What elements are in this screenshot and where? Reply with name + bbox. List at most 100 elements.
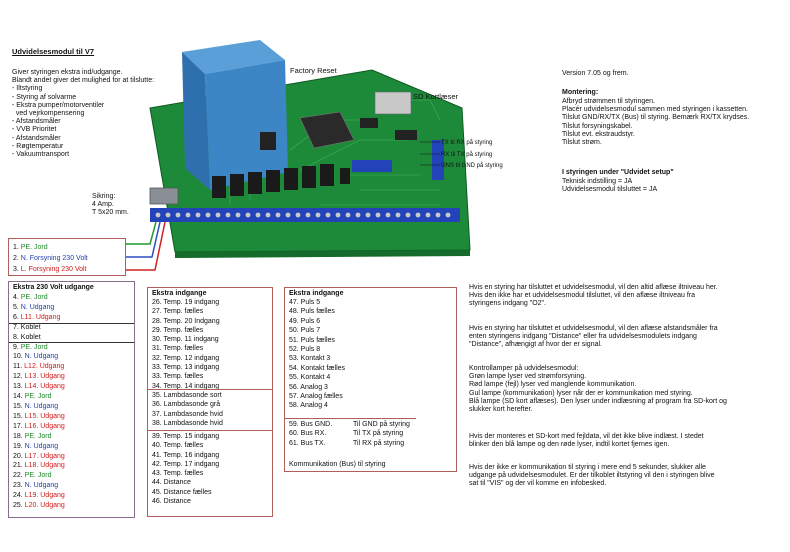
- terminal-row: 17. L16. Udgang: [13, 422, 65, 432]
- terminal-row: 4. PE. Jord: [13, 293, 65, 303]
- terminal-row: 37. Lambdasonde hvid: [152, 410, 223, 418]
- montering-title: Montering:: [562, 89, 599, 96]
- terminal-row: 33. Temp. fælles: [152, 373, 204, 381]
- inputs-temp-title: Ekstra indgange: [152, 290, 207, 297]
- sd-card-reader: [374, 91, 412, 115]
- terminal-row: 13. L14. Udgang: [13, 382, 65, 392]
- terminal-number: 3.: [13, 266, 19, 273]
- setup-line: Teknisk indstilling = JA: [562, 178, 633, 185]
- info-sd-card: Hvis der monteres et SD-kort med fejldat…: [469, 433, 704, 449]
- terminal-label: L18. Udgang: [22, 462, 65, 470]
- intro-line: - Afstandsmåler: [12, 134, 61, 142]
- bus-target: Til RX på styring: [353, 439, 405, 447]
- pcb-edge: [175, 250, 470, 258]
- bus-terminal: 61. Bus TX.: [289, 439, 326, 447]
- info-line: Blå lampe (SD kort aflæses). Den lyser u…: [469, 397, 727, 405]
- terminal-row: 47. Puls 5: [289, 299, 321, 306]
- terminal-number: 20.: [13, 452, 23, 460]
- fuse-line: Sikring:: [92, 193, 116, 200]
- terminal-number: 22.: [13, 472, 23, 480]
- supply-wires: [126, 221, 166, 271]
- terminal-label: L17. Udgang: [22, 452, 65, 460]
- intro-list: Giver styringen ekstra ind/udgange.Bland…: [12, 69, 154, 159]
- ic-chip: [395, 130, 417, 140]
- terminal-label: N. Udgang: [22, 353, 59, 361]
- bus-target: Til GND på styring: [353, 421, 410, 428]
- montering-step: Tilslut strøm.: [562, 139, 602, 147]
- terminal-row: 27. Temp. fælles: [152, 308, 204, 316]
- terminal-row: 15. L15. Udgang: [13, 412, 65, 422]
- info-line: Rød lampe (fejl) lyser ved manglende kom…: [469, 381, 637, 389]
- terminal-number: 6.: [13, 313, 19, 321]
- terminal-label: N. Udgang: [22, 402, 59, 410]
- terminal-row: 30. Temp. 11 indgang: [152, 336, 219, 344]
- terminal-row: 54. Kontakt fælles: [289, 364, 346, 372]
- info-communication: Hvis der ikke er kommunikation til styri…: [469, 464, 715, 489]
- info-line: Hvis der monteres et SD-kort med fejldat…: [469, 433, 704, 440]
- inputs-pulse-box: Ekstra indgange 47. Puls 5 48. Puls fælle…: [284, 287, 457, 472]
- setup-line: Udvidelsesmodul tilsluttet = JA: [562, 186, 658, 194]
- intro-line: ved vejrkompensering: [12, 110, 85, 118]
- sd-reader-label: SD Kortlæser: [413, 92, 459, 101]
- terminal-row: 36. Lambdasonde grå: [152, 401, 221, 409]
- terminal-number: 11.: [13, 363, 23, 371]
- version-label: Version 7.05 og frem.: [562, 70, 629, 77]
- terminal-row: 3. L. Forsyning 230 Volt: [13, 264, 88, 275]
- montering-step: Afbryd strømmen til styringen.: [562, 98, 655, 105]
- info-distance: Hvis en styring har tilsluttet et udvide…: [469, 325, 718, 350]
- terminal-label: L16. Udgang: [22, 422, 65, 430]
- inputs-pulse-title: Ekstra indgange: [289, 290, 344, 297]
- info-line: enten styringens indgang "Distance" elle…: [469, 333, 697, 341]
- terminal-row: 23. N. Udgang: [13, 481, 65, 491]
- bus-row: 61. Bus TX. Til RX på styring: [289, 439, 414, 448]
- terminal-number: 9.: [13, 343, 19, 351]
- info-line: slukker kort herefter.: [469, 406, 533, 414]
- terminal-row: 51. Puls fælles: [289, 336, 335, 344]
- terminal-row: 7. Koblet: [13, 323, 65, 333]
- terminal-number: 25.: [13, 502, 23, 510]
- info-line: Hvis en styring har tilsluttet et udvide…: [469, 284, 718, 291]
- intro-line: - Styring af solvarme: [12, 93, 77, 101]
- terminal-label: L12. Udgang: [22, 363, 65, 371]
- terminal-row: 53. Kontakt 3: [289, 355, 331, 363]
- bus-row: 60. Bus RX.Til TX på styring: [289, 429, 414, 438]
- intro-line: - Afstandsmåler: [12, 118, 61, 126]
- terminal-row: 35. Lambdasonde sort: [152, 392, 222, 399]
- setup-title: I styringen under "Udvidet setup": [562, 169, 674, 176]
- relay-row: [212, 164, 350, 198]
- terminal-row: 24. L19. Udgang: [13, 491, 65, 501]
- terminal-label: PE. Jord: [22, 393, 52, 401]
- terminal-row: 49. Puls 6: [289, 317, 321, 325]
- terminal-number: 15.: [13, 402, 23, 410]
- terminal-row: 20. L17. Udgang: [13, 452, 65, 462]
- terminal-label: L11. Udgang: [18, 313, 61, 321]
- bus-terminal: 60. Bus RX.: [289, 430, 327, 438]
- terminal-row: 39. Temp. 15 indgang: [152, 433, 220, 440]
- fuse-line: 4 Amp.: [92, 201, 114, 209]
- info-line: Gul lampe (kommunikation) lyser når der …: [469, 389, 693, 397]
- terminal-number: 12.: [13, 373, 23, 381]
- info-lamps: Kontrollamper på udvidelsesmodul:Grøn la…: [469, 365, 727, 414]
- terminal-number: 14.: [13, 393, 23, 401]
- terminal-label: PE. Jord: [22, 432, 52, 440]
- bus-footer: Kommunikation (Bus) til styring: [289, 461, 386, 468]
- terminal-label: L15. Udgang: [22, 412, 65, 420]
- terminal-row: 48. Puls fælles: [289, 308, 335, 316]
- transformer-top: [182, 40, 285, 74]
- terminal-row: 33. Temp. 13 indgang: [152, 364, 220, 372]
- terminal-label: N. Udgang: [22, 482, 59, 490]
- montering-step: Tilslut forsyningskabel.: [562, 122, 633, 130]
- info-line: styringens indgang "O2".: [469, 300, 546, 308]
- terminal-number: 8.: [13, 333, 19, 341]
- terminal-row: 40. Temp. fælles: [152, 442, 204, 450]
- terminal-label: L20. Udgang: [22, 502, 65, 510]
- terminal-row: 52. Puls 8: [289, 346, 321, 354]
- terminal-block-bottom: [150, 208, 460, 222]
- terminal-number: 1.: [13, 244, 19, 251]
- terminal-label: L13. Udgang: [22, 373, 65, 381]
- terminal-row: 1. PE. Jord: [13, 242, 88, 253]
- terminal-row: 19. N. Udgang: [13, 442, 65, 452]
